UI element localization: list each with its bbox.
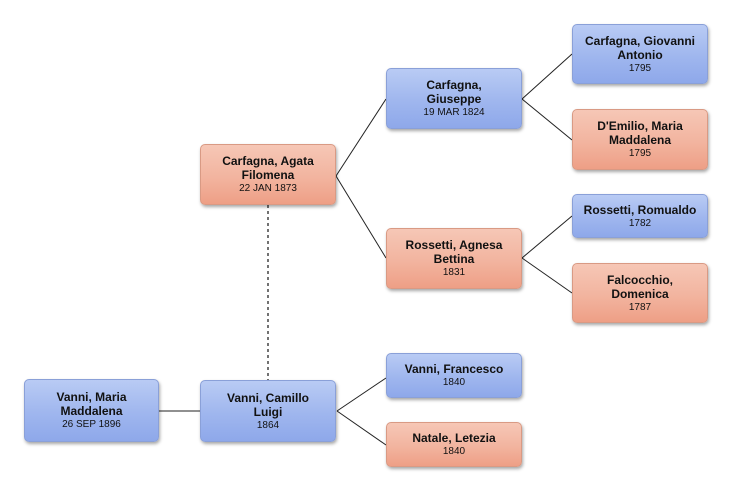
person-name: Vanni, Francesco bbox=[404, 362, 504, 376]
person-demilio-maria[interactable]: D'Emilio, Maria Maddalena 1795 bbox=[572, 109, 708, 170]
connector-agata-giuseppe bbox=[335, 98, 387, 177]
person-name: Carfagna, Agata Filomena bbox=[222, 154, 314, 182]
connector-camillo-francesco bbox=[336, 377, 387, 412]
person-vanni-camillo[interactable]: Vanni, Camillo Luigi 1864 bbox=[200, 380, 336, 442]
person-vanni-francesco[interactable]: Vanni, Francesco 1840 bbox=[386, 353, 522, 398]
person-date: 1840 bbox=[442, 377, 466, 388]
person-date: 19 MAR 1824 bbox=[423, 107, 485, 118]
person-date: 1787 bbox=[628, 301, 652, 313]
connector-camillo-letezia bbox=[336, 410, 387, 446]
person-carfagna-giuseppe[interactable]: Carfagna, Giuseppe 19 MAR 1824 bbox=[386, 68, 522, 129]
person-date: 1795 bbox=[628, 62, 652, 74]
person-carfagna-agata[interactable]: Carfagna, Agata Filomena 22 JAN 1873 bbox=[200, 144, 336, 205]
person-name: Rossetti, Agnesa Bettina bbox=[405, 238, 503, 266]
person-name: D'Emilio, Maria Maddalena bbox=[597, 119, 683, 147]
person-name: Vanni, Maria Maddalena bbox=[56, 390, 127, 418]
person-date: 1795 bbox=[628, 148, 652, 159]
person-falcocchio-domenica[interactable]: Falcocchio, Domenica 1787 bbox=[572, 263, 708, 323]
connector-agnesa-romualdo bbox=[521, 215, 573, 259]
person-rossetti-romualdo[interactable]: Rossetti, Romualdo 1782 bbox=[572, 194, 708, 238]
person-name: Carfagna, Giovanni Antonio bbox=[584, 33, 696, 62]
person-vanni-maria[interactable]: Vanni, Maria Maddalena 26 SEP 1896 bbox=[24, 379, 159, 442]
connector-giuseppe-giovanni bbox=[521, 53, 573, 100]
connector-agata-agnesa bbox=[335, 175, 387, 259]
person-date: 22 JAN 1873 bbox=[239, 183, 297, 194]
person-date: 26 SEP 1896 bbox=[62, 419, 121, 430]
person-date: 1840 bbox=[442, 446, 466, 457]
person-carfagna-giovanni[interactable]: Carfagna, Giovanni Antonio 1795 bbox=[572, 24, 708, 84]
person-name: Carfagna, Giuseppe bbox=[426, 78, 482, 106]
person-name: Rossetti, Romualdo bbox=[583, 202, 697, 217]
person-date: 1831 bbox=[442, 267, 466, 278]
connector-giuseppe-demilio bbox=[521, 98, 573, 141]
person-rossetti-agnesa[interactable]: Rossetti, Agnesa Bettina 1831 bbox=[386, 228, 522, 289]
person-name: Vanni, Camillo Luigi bbox=[226, 390, 310, 419]
person-natale-letezia[interactable]: Natale, Letezia 1840 bbox=[386, 422, 522, 467]
person-name: Falcocchio, Domenica bbox=[606, 272, 674, 301]
person-date: 1782 bbox=[628, 217, 652, 229]
person-date: 1864 bbox=[256, 419, 280, 431]
person-name: Natale, Letezia bbox=[412, 431, 496, 445]
connector-agnesa-domenica bbox=[521, 257, 573, 294]
